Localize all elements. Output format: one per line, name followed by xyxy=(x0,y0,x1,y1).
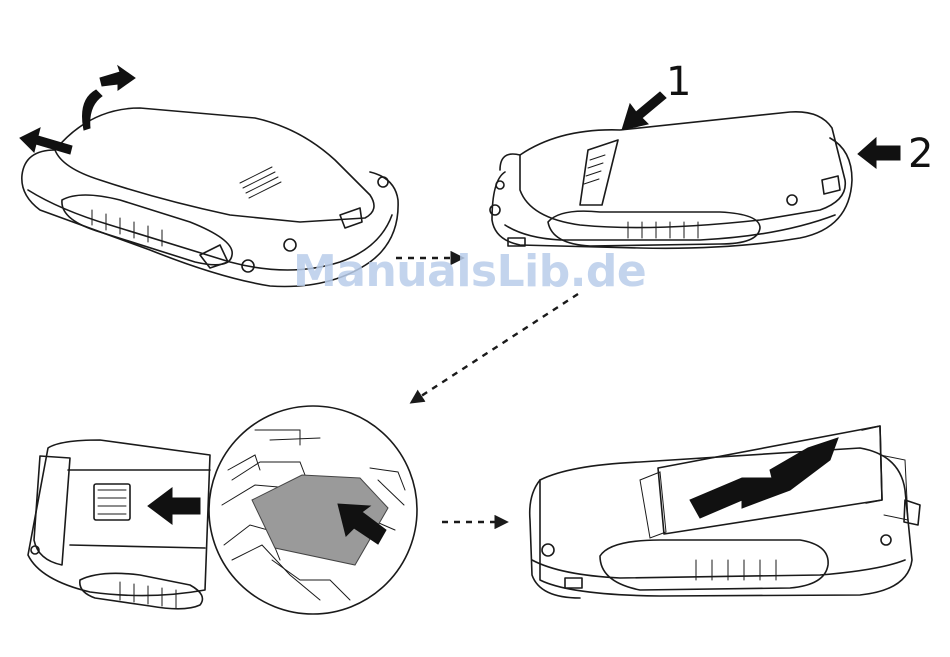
magnifier-detail xyxy=(209,406,417,614)
sim-insertion-view xyxy=(28,406,417,614)
push-arrow-icon xyxy=(622,92,900,168)
dashed-arrow-icon xyxy=(396,258,578,522)
step-label-1: 1 xyxy=(666,62,691,102)
push-arrow-icon xyxy=(148,488,200,524)
step-label-2: 2 xyxy=(908,134,933,174)
watermark: ManualsLib.de xyxy=(293,246,646,297)
phone-cover-press xyxy=(490,92,900,248)
battery-insertion-view xyxy=(530,426,920,598)
push-arrow-icon xyxy=(690,438,838,518)
